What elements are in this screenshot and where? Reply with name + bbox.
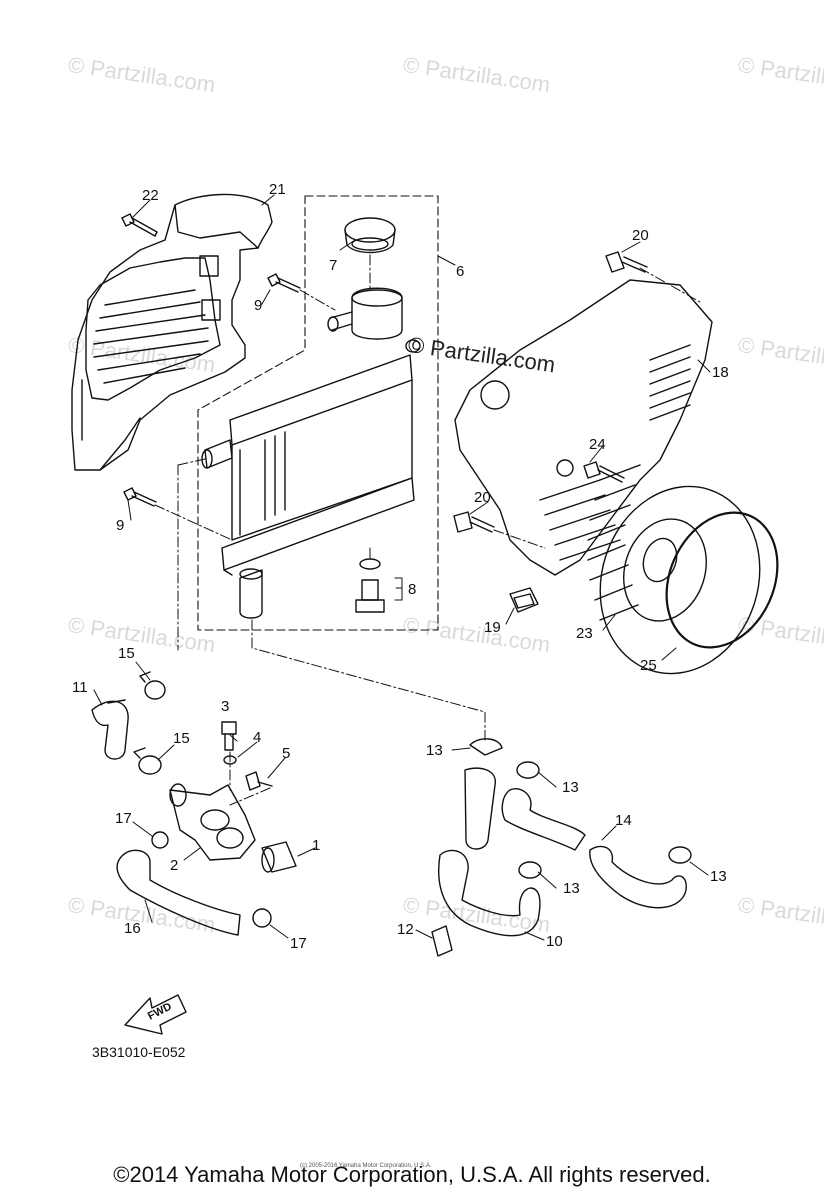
callout-15-top: 15 — [118, 645, 135, 662]
callout-18: 18 — [712, 364, 729, 381]
bolt-24 — [583, 461, 625, 483]
hose-14 — [501, 788, 687, 909]
assembly-lines — [154, 254, 701, 806]
forward-arrow-label: FWD — [146, 1001, 174, 1023]
radiator-cover — [71, 193, 273, 471]
callout-13-a: 13 — [426, 742, 443, 759]
bolt-20-top — [605, 251, 648, 273]
clamp-15-top — [139, 671, 166, 700]
callout-13-c: 13 — [563, 880, 580, 897]
bolt-22 — [121, 213, 158, 237]
drain-bolt — [355, 558, 385, 613]
bolt-3 — [221, 721, 237, 751]
thermostat-housing — [169, 783, 256, 861]
clamp-13-c — [518, 861, 542, 879]
callout-11: 11 — [72, 679, 88, 696]
callout-7: 7 — [329, 257, 337, 274]
bolt-20-lower — [453, 511, 495, 533]
clip-12 — [431, 925, 453, 957]
thermostat — [261, 841, 297, 873]
clamp-17-lower — [252, 908, 272, 928]
hose-10 — [438, 767, 541, 937]
callout-5: 5 — [282, 745, 290, 762]
callout-21: 21 — [269, 181, 286, 198]
callout-13-d: 13 — [710, 868, 727, 885]
callout-4: 4 — [253, 729, 261, 746]
hose-16 — [116, 849, 241, 936]
bolt-9-top — [267, 273, 301, 293]
clamp-13-d — [668, 846, 692, 864]
callout-1: 1 — [312, 837, 320, 854]
radiator — [201, 287, 421, 619]
callout-17-top: 17 — [115, 810, 132, 827]
grommet — [509, 587, 539, 613]
callout-10: 10 — [546, 933, 563, 950]
diagram-code: 3B31010-E052 — [92, 1044, 186, 1060]
callout-25: 25 — [640, 657, 657, 674]
callout-9-top: 9 — [254, 297, 262, 314]
leader-lines — [93, 194, 711, 941]
callout-8: 8 — [408, 581, 416, 598]
bolt-9-lower — [123, 487, 157, 507]
callout-14: 14 — [615, 812, 632, 829]
callout-2: 2 — [170, 857, 178, 874]
radiator-assembly-box — [197, 195, 439, 631]
callout-3: 3 — [221, 698, 229, 715]
callout-6: 6 — [456, 263, 464, 280]
callout-19: 19 — [484, 619, 501, 636]
forward-arrow-icon — [124, 994, 187, 1035]
o-ring — [665, 511, 779, 649]
callout-24: 24 — [589, 436, 606, 453]
callout-22: 22 — [142, 187, 159, 204]
callout-13-b: 13 — [562, 779, 579, 796]
clamp-15-lower — [133, 747, 162, 775]
clamp-13-a — [469, 738, 503, 756]
fan-housing — [587, 464, 761, 675]
callout-9-lower: 9 — [116, 517, 124, 534]
clamp-17-top — [151, 831, 169, 849]
callout-17-lower: 17 — [290, 935, 307, 952]
clamp-13-b — [516, 761, 540, 779]
crankcase-shroud — [454, 279, 713, 576]
callout-16: 16 — [124, 920, 141, 937]
callout-23: 23 — [576, 625, 593, 642]
radiator-cap — [344, 217, 396, 254]
callout-20-top: 20 — [632, 227, 649, 244]
hose-11 — [91, 699, 129, 760]
callout-15-lower: 15 — [173, 730, 190, 747]
callout-20-lower: 20 — [474, 489, 491, 506]
callout-12: 12 — [397, 921, 414, 938]
tiny-copyright-note: (c) 2005-2016 Yamaha Motor Corporation, … — [300, 1163, 432, 1169]
copyright-notice: ©2014 Yamaha Motor Corporation, U.S.A. A… — [113, 1162, 711, 1187]
bolt-5 — [245, 771, 273, 791]
